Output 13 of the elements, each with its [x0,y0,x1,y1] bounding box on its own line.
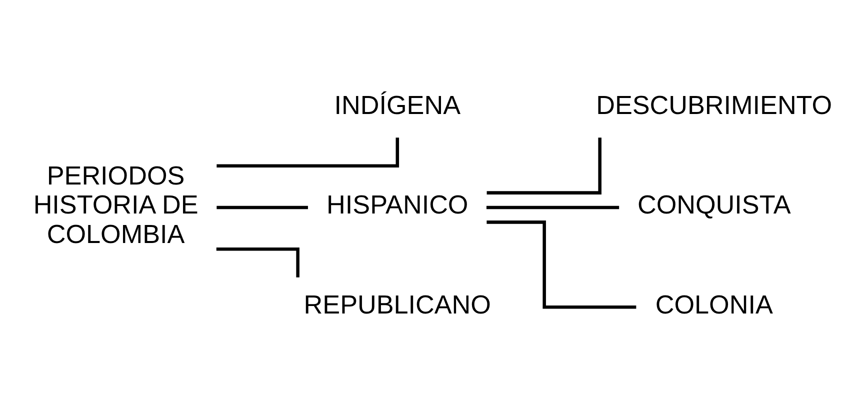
connector [216,205,308,209]
node-text: COLONIA [655,288,773,319]
node-text: PERIODOS HISTORIA DE COLOMBIA [33,160,198,249]
connector [216,247,300,277]
connector [486,137,602,194]
node-text: DESCUBRIMIENTO [596,90,832,120]
node-text: CONQUISTA [637,189,791,220]
node-text: REPUBLICANO [304,288,491,319]
connector [486,220,636,308]
node-text: HISPANICO [326,189,468,220]
connector [486,205,620,209]
node-text: INDÍGENA [334,90,461,120]
connector [216,137,400,167]
